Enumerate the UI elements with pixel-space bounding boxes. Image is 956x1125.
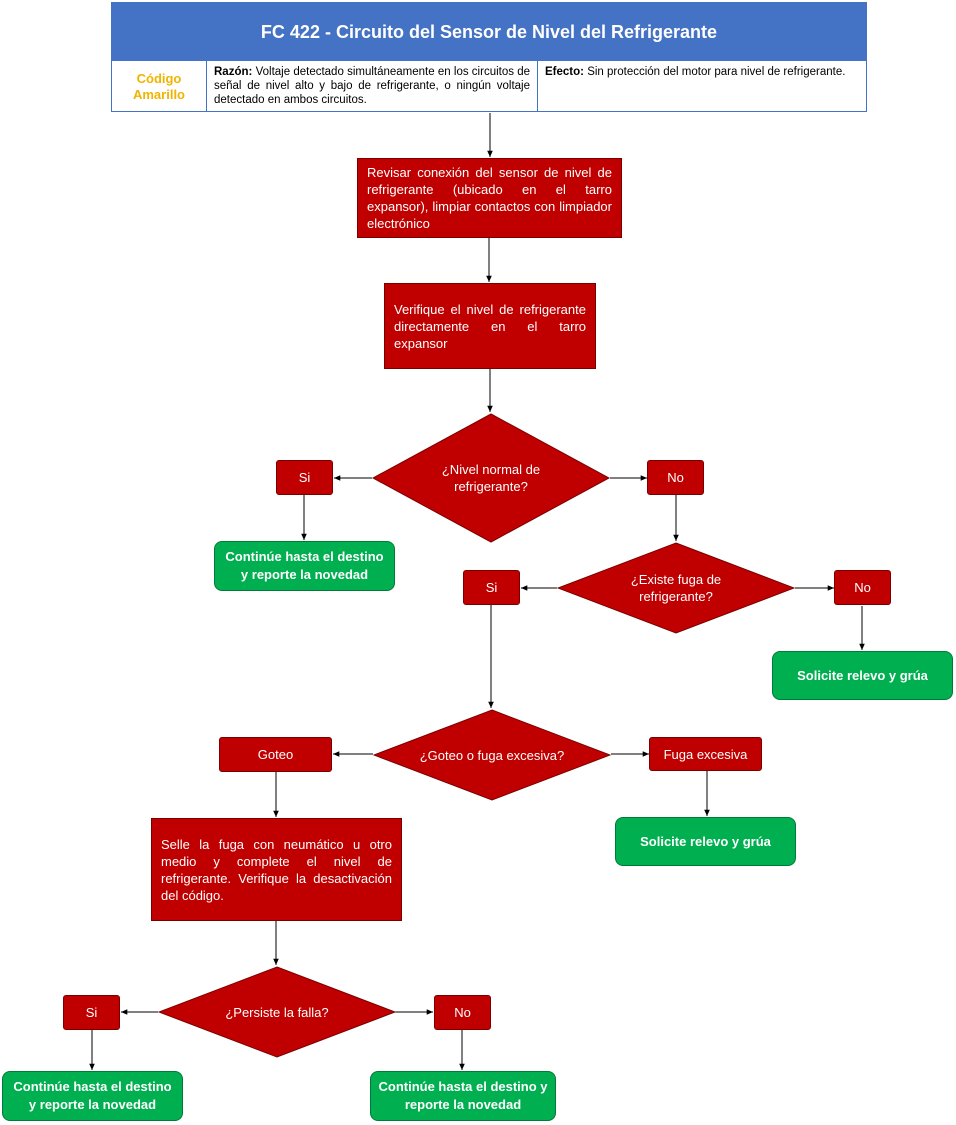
branch-no-label: No	[834, 570, 891, 605]
step-seal-leak: Selle la fuga con neumático u otro medio…	[151, 818, 402, 921]
branch-no-label: No	[434, 995, 491, 1030]
header-info-row: Código Amarillo Razón: Voltaje detectado…	[112, 61, 866, 112]
branch-yes-label: Si	[463, 570, 520, 605]
decision-leak-exists-text: ¿Existe fuga de refrigerante?	[630, 572, 722, 604]
decision-leak-exists: ¿Existe fuga de refrigerante?	[557, 542, 795, 634]
reason-label: Razón:	[214, 66, 253, 78]
reason-text: Voltaje detectado simultáneamente en los…	[214, 66, 531, 106]
header-panel: FC 422 - Circuito del Sensor de Nivel de…	[111, 2, 867, 112]
page-title: FC 422 - Circuito del Sensor de Nivel de…	[112, 3, 866, 61]
decision-level-normal: ¿Nivel normal de refrigerante?	[372, 413, 610, 543]
effect-label: Efecto:	[545, 66, 584, 78]
step-verify-level: Verifique el nivel de refrigerante direc…	[384, 283, 596, 369]
effect-text: Sin protección del motor para nivel de r…	[587, 66, 846, 78]
branch-yes-label: Si	[276, 460, 333, 495]
end-continue-1: Continúe hasta el destino y reporte la n…	[214, 541, 395, 591]
branch-no-label: No	[647, 460, 704, 495]
effect-cell: Efecto: Sin protección del motor para ni…	[538, 61, 866, 112]
end-tow-2: Solicite relevo y grúa	[615, 817, 796, 866]
decision-level-normal-text: ¿Nivel normal de refrigerante?	[441, 462, 541, 494]
end-continue-3: Continúe hasta el destino y reporte la n…	[370, 1071, 556, 1121]
decision-fault-persists: ¿Persiste la falla?	[158, 966, 396, 1058]
end-continue-2: Continúe hasta el destino y reporte la n…	[2, 1071, 183, 1121]
branch-yes-label: Si	[63, 995, 120, 1030]
branch-excessive-label: Fuga excesiva	[649, 737, 762, 771]
branch-drip-label: Goteo	[219, 737, 332, 772]
step-check-connection: Revisar conexión del sensor de nivel de …	[357, 158, 622, 238]
decision-drip-or-leak: ¿Goteo o fuga excesiva?	[373, 709, 611, 801]
end-tow-1: Solicite relevo y grúa	[772, 651, 953, 700]
decision-fault-persists-text: ¿Persiste la falla?	[225, 1004, 329, 1020]
code-label: Código Amarillo	[112, 61, 207, 112]
reason-cell: Razón: Voltaje detectado simultáneamente…	[207, 61, 538, 112]
decision-drip-or-leak-text: ¿Goteo o fuga excesiva?	[419, 747, 565, 763]
